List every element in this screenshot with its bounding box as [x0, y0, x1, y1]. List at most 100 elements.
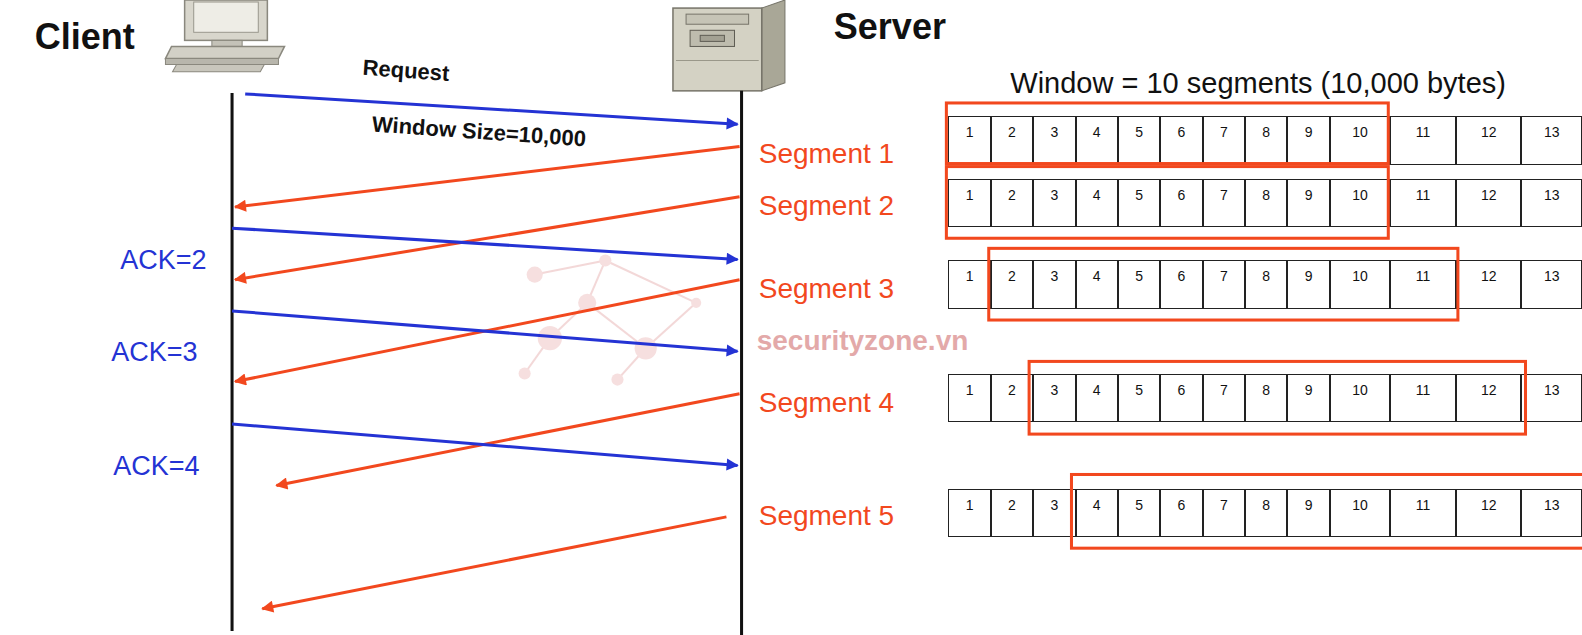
sequence-cell: 7 — [1203, 116, 1245, 164]
sequence-number: 13 — [1544, 375, 1560, 398]
sequence-number: 6 — [1178, 490, 1186, 513]
sequence-cell: 6 — [1160, 116, 1202, 164]
sequence-cell: 12 — [1456, 116, 1522, 164]
watermark: securityzone.vn — [757, 326, 969, 357]
sequence-number: 7 — [1220, 117, 1228, 140]
sequence-number: 11 — [1416, 490, 1431, 513]
sequence-cell: 4 — [1076, 116, 1118, 164]
sequence-number: 1 — [966, 490, 974, 513]
sequence-number: 1 — [966, 261, 974, 284]
sequence-number: 13 — [1544, 490, 1560, 513]
sequence-cell: 9 — [1287, 116, 1329, 164]
client-lifeline — [231, 93, 234, 631]
sequence-cell: 4 — [1076, 260, 1118, 308]
sequence-cell: 3 — [1033, 489, 1075, 537]
sliding-window-frame — [946, 103, 1388, 164]
sequence-number: 2 — [1008, 261, 1016, 284]
sequence-cell: 8 — [1245, 179, 1287, 227]
sequence-number: 2 — [1008, 490, 1016, 513]
segment-arrow — [235, 197, 739, 280]
sequence-cell: 13 — [1521, 374, 1582, 422]
sequence-number: 6 — [1178, 117, 1186, 140]
sequence-number: 7 — [1220, 261, 1228, 284]
sequence-number: 10 — [1352, 261, 1368, 284]
sequence-cell: 5 — [1118, 489, 1160, 537]
sequence-cell: 2 — [991, 179, 1033, 227]
sequence-cell: 10 — [1330, 260, 1391, 308]
sequence-cell: 10 — [1330, 489, 1391, 537]
sequence-cell: 6 — [1160, 374, 1202, 422]
ack-label: ACK=3 — [111, 338, 197, 368]
sequence-cell: 10 — [1330, 179, 1391, 227]
sequence-number: 4 — [1093, 117, 1101, 140]
sequence-number: 6 — [1178, 375, 1186, 398]
sequence-cell: 5 — [1118, 374, 1160, 422]
ack-label: ACK=2 — [120, 247, 206, 277]
sequence-number: 10 — [1352, 375, 1368, 398]
ack-arrow — [232, 424, 737, 465]
sequence-cell: 9 — [1287, 260, 1329, 308]
sequence-cell: 10 — [1330, 374, 1391, 422]
sequence-cell: 13 — [1521, 179, 1582, 227]
ack-arrow — [232, 311, 737, 351]
sequence-number: 4 — [1093, 261, 1101, 284]
sequence-cell: 12 — [1456, 260, 1522, 308]
segment-label: Segment 1 — [759, 139, 894, 170]
sequence-cell: 4 — [1076, 179, 1118, 227]
sequence-cell: 1 — [948, 489, 990, 537]
sequence-number: 1 — [966, 180, 974, 203]
sequence-cell: 2 — [991, 489, 1033, 537]
ack-label: ACK=4 — [113, 453, 199, 483]
sequence-cell: 6 — [1160, 489, 1202, 537]
sequence-number: 12 — [1481, 180, 1497, 203]
sequence-cell: 6 — [1160, 260, 1202, 308]
sequence-cell: 12 — [1456, 179, 1522, 227]
sequence-number: 7 — [1220, 375, 1228, 398]
sequence-number: 1 — [966, 117, 974, 140]
sequence-number: 2 — [1008, 180, 1016, 203]
sequence-cell: 9 — [1287, 489, 1329, 537]
sequence-number: 4 — [1093, 180, 1101, 203]
sequence-cell: 11 — [1390, 374, 1456, 422]
sequence-cell: 4 — [1076, 374, 1118, 422]
sliding-window-frame — [946, 167, 1388, 239]
sequence-number: 12 — [1481, 261, 1497, 284]
sequence-cell: 11 — [1390, 260, 1456, 308]
sequence-number: 7 — [1220, 490, 1228, 513]
sequence-cell: 1 — [948, 374, 990, 422]
sequence-number: 13 — [1544, 117, 1560, 140]
sequence-number: 8 — [1262, 117, 1270, 140]
sequence-number: 12 — [1481, 490, 1497, 513]
sequence-cell: 1 — [948, 260, 990, 308]
sequence-cell: 11 — [1390, 179, 1456, 227]
server-tower-icon — [673, 0, 785, 91]
sequence-number: 2 — [1008, 117, 1016, 140]
segment-label: Segment 3 — [759, 273, 894, 304]
sequence-number: 3 — [1050, 375, 1058, 398]
window-caption: Window = 10 segments (10,000 bytes) — [1010, 68, 1506, 100]
sequence-number: 13 — [1544, 261, 1560, 284]
sliding-window-frame — [989, 248, 1458, 320]
sequence-number: 6 — [1178, 180, 1186, 203]
sequence-cell: 8 — [1245, 374, 1287, 422]
sequence-cell: 2 — [991, 374, 1033, 422]
request-arrow — [245, 94, 737, 124]
sliding-window-frame — [1029, 361, 1525, 434]
sequence-number: 8 — [1262, 375, 1270, 398]
sequence-number: 6 — [1178, 261, 1186, 284]
sequence-cell: 12 — [1456, 374, 1522, 422]
sequence-cell: 1 — [948, 179, 990, 227]
side-title: Client — [35, 18, 135, 58]
sequence-number: 7 — [1220, 180, 1228, 203]
sequence-cell: 11 — [1390, 116, 1456, 164]
sequence-number: 4 — [1093, 375, 1101, 398]
segment-label: Segment 5 — [759, 500, 894, 531]
sequence-cell: 13 — [1521, 489, 1582, 537]
sequence-number: 10 — [1352, 490, 1368, 513]
sequence-number: 11 — [1416, 375, 1431, 398]
sequence-cell: 13 — [1521, 260, 1582, 308]
sequence-cell: 7 — [1203, 179, 1245, 227]
sliding-window-frame — [1071, 474, 1582, 548]
sequence-cell: 3 — [1033, 260, 1075, 308]
ack-arrow — [232, 228, 737, 259]
